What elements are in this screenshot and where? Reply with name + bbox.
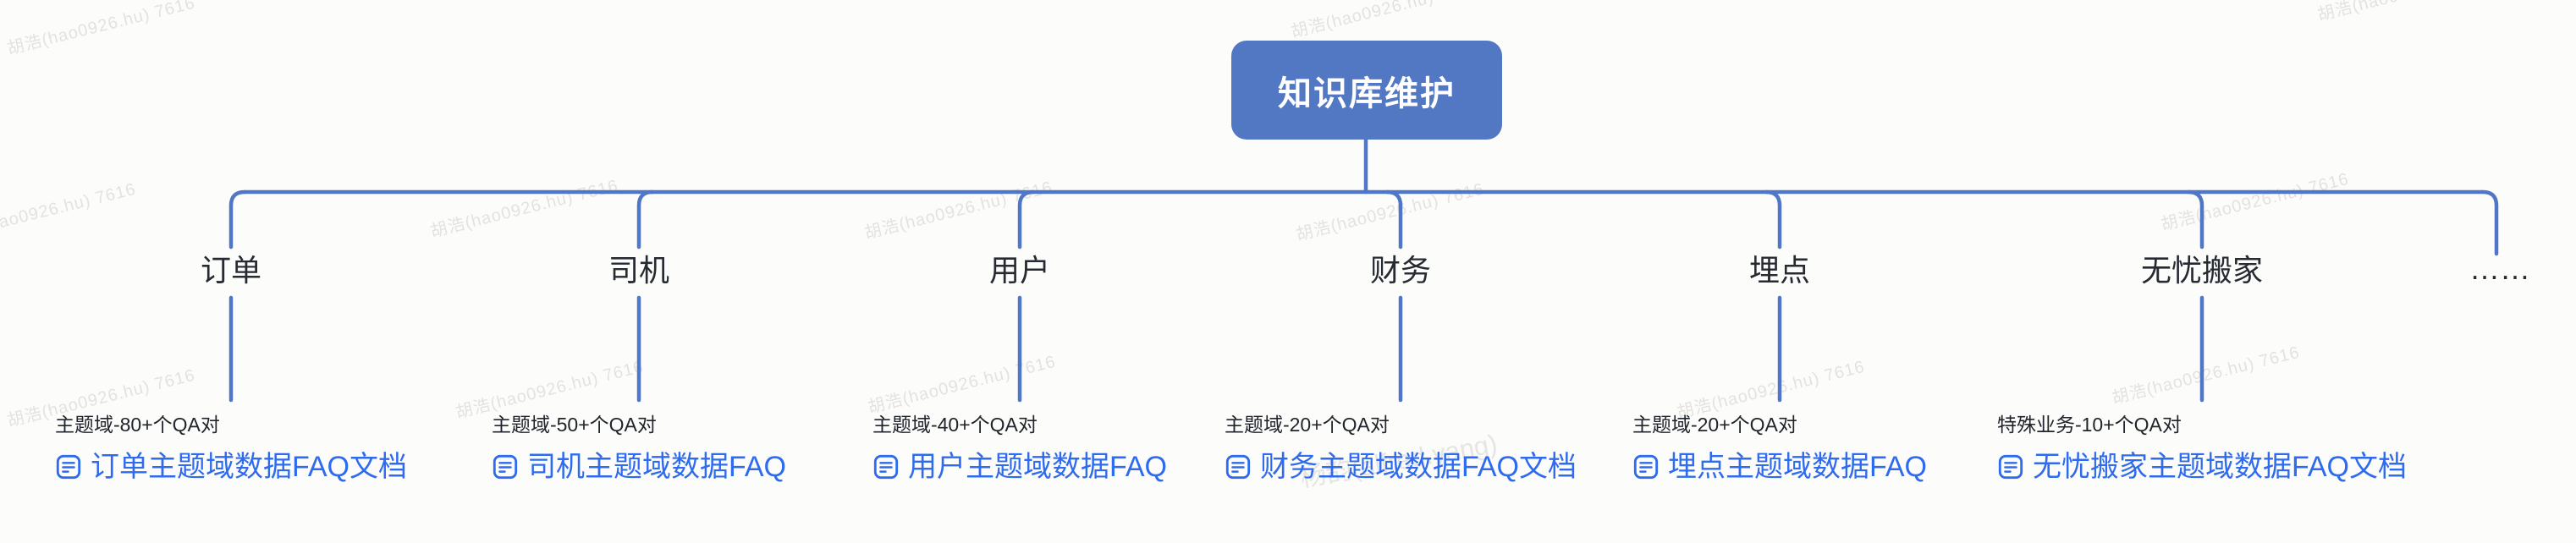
leaf-node-tracking: 主题域-20+个QA对 埋点主题域数据FAQ bbox=[1632, 411, 1927, 485]
branch-node-orders[interactable]: 订单 bbox=[195, 252, 267, 289]
faq-doc-link[interactable]: 无忧搬家主题域数据FAQ文档 bbox=[1997, 448, 2407, 485]
document-icon bbox=[1998, 454, 2023, 480]
document-icon bbox=[1633, 454, 1659, 480]
faq-doc-label: 埋点主题域数据FAQ bbox=[1667, 451, 1928, 483]
faq-doc-link[interactable]: 用户主题域数据FAQ bbox=[872, 448, 1167, 485]
faq-doc-link[interactable]: 订单主题域数据FAQ文档 bbox=[55, 448, 407, 485]
leaf-node-drivers: 主题域-50+个QA对 司机主题域数据FAQ bbox=[492, 411, 786, 485]
document-icon bbox=[1225, 454, 1251, 480]
branch-node-tracking[interactable]: 埋点 bbox=[1743, 252, 1816, 289]
faq-doc-label: 司机主题域数据FAQ bbox=[526, 451, 787, 483]
faq-doc-link[interactable]: 埋点主题域数据FAQ bbox=[1632, 448, 1927, 485]
leaf-node-finance: 主题域-20+个QA对 财务主题域数据FAQ文档 bbox=[1225, 411, 1577, 485]
branch-node-moving[interactable]: 无忧搬家 bbox=[2135, 252, 2269, 289]
leaf-node-moving: 特殊业务-10+个QA对 无忧搬家主题域数据FAQ文档 bbox=[1997, 411, 2407, 485]
qa-count-note: 特殊业务-10+个QA对 bbox=[1996, 414, 2182, 436]
qa-count-note: 主题域-50+个QA对 bbox=[491, 414, 657, 436]
document-icon bbox=[873, 454, 899, 480]
qa-count-note: 主题域-80+个QA对 bbox=[54, 414, 220, 436]
document-icon bbox=[493, 454, 518, 480]
faq-doc-label: 无忧搬家主题域数据FAQ文档 bbox=[2032, 451, 2408, 483]
faq-doc-link[interactable]: 财务主题域数据FAQ文档 bbox=[1225, 448, 1577, 485]
qa-count-note: 主题域-20+个QA对 bbox=[1632, 414, 1797, 436]
branch-node-more[interactable]: …… bbox=[2469, 251, 2530, 286]
faq-doc-label: 财务主题域数据FAQ文档 bbox=[1259, 451, 1577, 483]
branch-node-users[interactable]: 用户 bbox=[983, 252, 1056, 289]
faq-doc-label: 用户主题域数据FAQ bbox=[907, 451, 1168, 483]
faq-doc-link[interactable]: 司机主题域数据FAQ bbox=[492, 448, 786, 485]
faq-doc-label: 订单主题域数据FAQ文档 bbox=[90, 451, 408, 483]
qa-count-note: 主题域-20+个QA对 bbox=[1224, 414, 1390, 436]
leaf-node-orders: 主题域-80+个QA对 订单主题域数据FAQ文档 bbox=[55, 411, 407, 485]
document-icon bbox=[56, 454, 81, 480]
leaf-node-users: 主题域-40+个QA对 用户主题域数据FAQ bbox=[872, 411, 1167, 485]
branch-node-finance[interactable]: 财务 bbox=[1364, 252, 1437, 289]
root-node-knowledge-base[interactable]: 知识库维护 bbox=[1231, 41, 1502, 140]
branch-node-drivers[interactable]: 司机 bbox=[603, 252, 675, 289]
qa-count-note: 主题域-40+个QA对 bbox=[872, 414, 1038, 436]
